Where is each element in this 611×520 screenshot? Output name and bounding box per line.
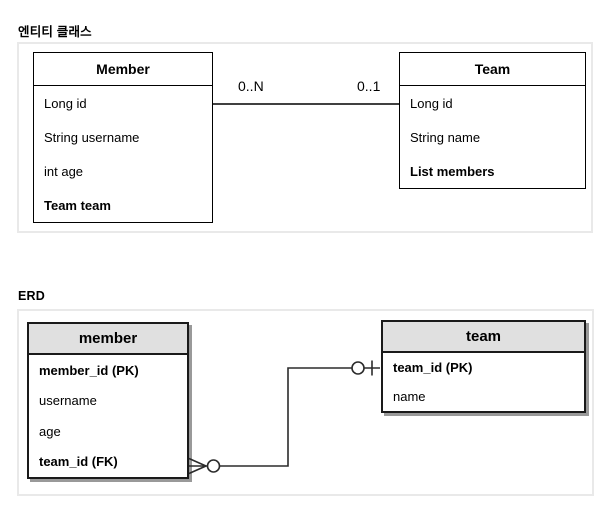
- erd-column-team-id-pk: team_id (PK): [393, 360, 473, 375]
- erd-table-team: team team_id (PK) name: [381, 320, 586, 413]
- erd-section-title: ERD: [18, 289, 45, 303]
- erd-table-member-name: member: [29, 324, 187, 355]
- erd-table-member-columns: member_id (PK) username age team_id (FK): [29, 355, 187, 477]
- uml-multiplicity-team-side: 0..1: [357, 78, 381, 94]
- erd-column-team-id-fk: team_id (FK): [39, 454, 118, 470]
- uml-multiplicity-member-side: 0..N: [238, 78, 264, 94]
- uml-class-team-name: Team: [400, 53, 585, 86]
- uml-class-member-fields: Long id String username int age Team tea…: [34, 86, 212, 222]
- uml-field-member-team: Team team: [44, 197, 111, 213]
- uml-class-member: Member Long id String username int age T…: [33, 52, 213, 223]
- uml-field-member-id: Long id: [44, 95, 87, 111]
- uml-field-team-id: Long id: [410, 95, 453, 111]
- erd-table-member: member member_id (PK) username age team_…: [27, 322, 189, 479]
- uml-class-team: Team Long id String name List members: [399, 52, 586, 189]
- erd-column-member-id: member_id (PK): [39, 362, 139, 378]
- uml-field-member-username: String username: [44, 129, 140, 145]
- uml-field-member-age: int age: [44, 163, 84, 179]
- uml-class-member-name: Member: [34, 53, 212, 86]
- uml-field-team-members: List members: [410, 163, 495, 179]
- uml-class-team-fields: Long id String name List members: [400, 86, 585, 188]
- erd-table-team-name: team: [383, 322, 584, 353]
- uml-field-team-name: String name: [410, 129, 481, 145]
- erd-column-username: username: [39, 393, 97, 409]
- uml-section-title: 엔티티 클래스: [18, 25, 92, 39]
- erd-table-team-columns: team_id (PK) name: [383, 353, 584, 411]
- erd-column-age: age: [39, 423, 61, 439]
- erd-column-team-name: name: [393, 389, 426, 404]
